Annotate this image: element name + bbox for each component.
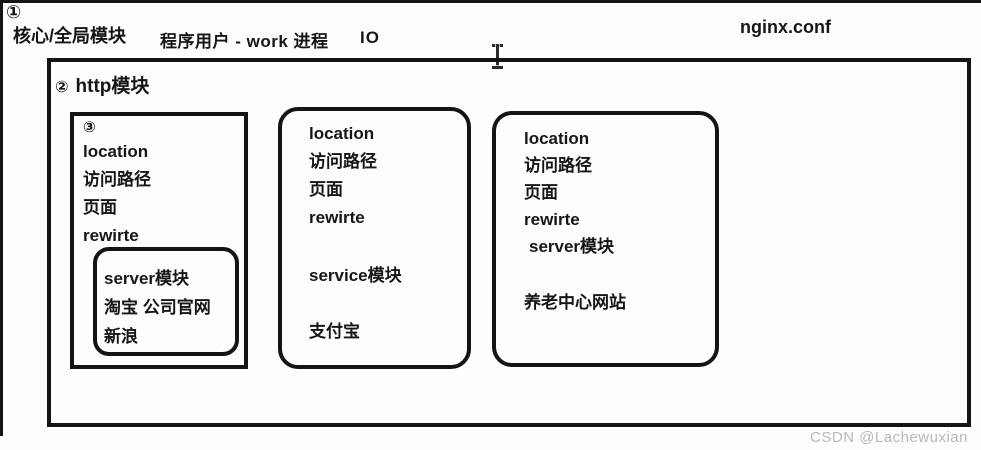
text-cursor-icon	[490, 44, 505, 69]
location-label: location	[83, 142, 149, 161]
http-module-box	[47, 58, 971, 427]
io-label: IO	[360, 28, 380, 47]
alipay-label: 支付宝	[309, 322, 360, 341]
server-module-label: server模块	[104, 269, 190, 288]
http-module-title-label: http模块	[75, 76, 150, 97]
canvas-top-edge	[0, 0, 981, 3]
page-label: 页面	[524, 183, 558, 202]
step-2-badge: ②	[55, 79, 69, 96]
location-block-2: location 访问路径 页面 rewirte service模块 支付宝	[278, 107, 471, 369]
taobao-company-site-label: 淘宝 公司官网	[104, 298, 211, 317]
step-1-badge: ①	[6, 2, 22, 22]
sina-label: 新浪	[104, 327, 138, 346]
canvas-left-edge	[0, 0, 3, 436]
service-module-label: service模块	[309, 266, 402, 285]
http-module-title: ② http模块	[55, 71, 149, 98]
server-module-box-1: server模块 淘宝 公司官网 新浪	[93, 247, 239, 356]
location-block-3: location 访问路径 页面 rewirte server模块 养老中心网站	[492, 111, 719, 367]
core-global-module-label: 核心/全局模块	[13, 26, 127, 46]
rewrite-label: rewirte	[83, 226, 139, 245]
access-path-label: 访问路径	[524, 156, 592, 175]
access-path-label: 访问路径	[309, 152, 377, 171]
access-path-label: 访问路径	[83, 170, 151, 189]
location-label: location	[309, 124, 375, 143]
nginx-conf-label: nginx.conf	[740, 17, 831, 37]
rewrite-label: rewirte	[309, 208, 365, 227]
nursing-center-site-label: 养老中心网站	[524, 293, 626, 312]
csdn-watermark: CSDN @Lachewuxian	[810, 429, 968, 446]
step-3-badge: ③	[83, 119, 96, 136]
location-label: location	[524, 129, 590, 148]
rewrite-label: rewirte	[524, 210, 580, 229]
process-user-work-label: 程序用户 - work 进程	[160, 32, 329, 51]
page-label: 页面	[309, 180, 343, 199]
page-label: 页面	[83, 198, 117, 217]
server-module-label: server模块	[529, 237, 615, 256]
